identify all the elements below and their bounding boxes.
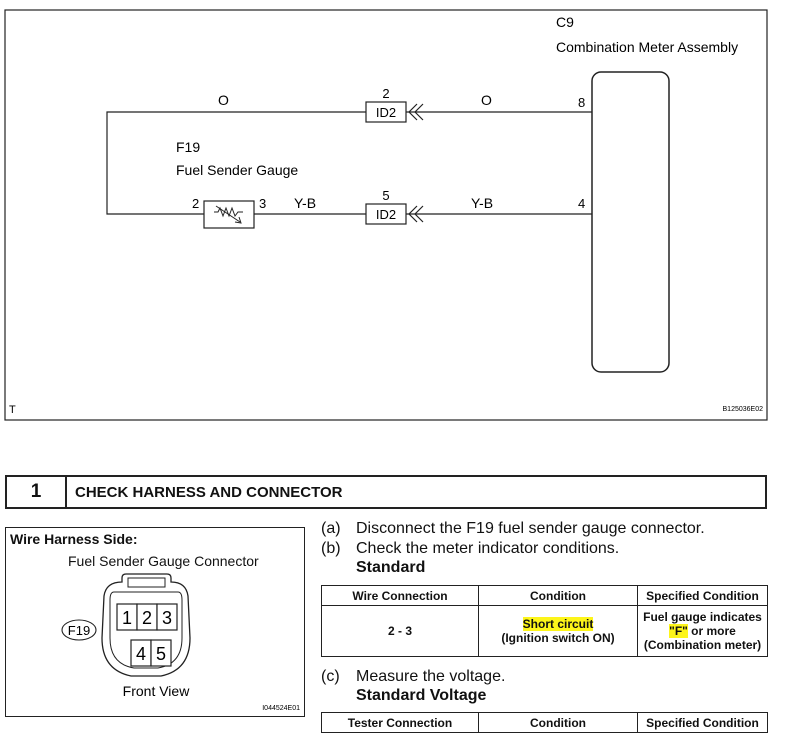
corner-mark: T: [9, 404, 16, 416]
id2-top-box: [365, 101, 407, 123]
table1-header-condition: Condition: [478, 585, 638, 606]
table1-spec-3: (Combination meter): [643, 638, 762, 652]
wire-top-right-label: O: [481, 92, 492, 108]
step-b-text: Check the meter indicator conditions.: [356, 540, 620, 557]
table1-header-spec: Specified Condition: [637, 585, 768, 606]
wiring-diagram: C9 Combination Meter Assembly O O 8 ID2 …: [4, 9, 768, 421]
f19-name: Fuel Sender Gauge: [176, 162, 298, 178]
wire-top-left-label: O: [218, 92, 229, 108]
table2-header-condition: Condition: [478, 712, 638, 733]
table1-condition-2: (Ignition switch ON): [501, 631, 615, 645]
table1-header-wire: Wire Connection: [321, 585, 479, 606]
pin-2: 2: [142, 608, 152, 628]
table1-spec-2a: "F": [669, 624, 688, 638]
table2-header-spec: Specified Condition: [637, 712, 768, 733]
connector-heading: Wire Harness Side:: [10, 531, 138, 547]
step-b-mark: (b): [321, 540, 341, 557]
connector-figure: Wire Harness Side: Fuel Sender Gauge Con…: [5, 527, 305, 717]
step-header: 1 CHECK HARNESS AND CONNECTOR: [5, 475, 767, 509]
wire-top: [106, 111, 592, 215]
sender-pin-right: 3: [259, 196, 266, 211]
connector-figure-code: I044524E01: [262, 705, 300, 712]
connector-view: Front View: [123, 683, 191, 699]
step-c-standard: Standard Voltage: [356, 687, 487, 704]
standard-table: Wire Connection Condition Specified Cond…: [321, 585, 768, 657]
step-c-text: Measure the voltage.: [356, 668, 506, 685]
sender-pin-left: 2: [192, 196, 199, 211]
diagram-frame: [4, 9, 768, 421]
pin-1: 1: [122, 608, 132, 628]
c9-code: C9: [556, 14, 574, 30]
id2-bottom-label: ID2: [376, 207, 396, 222]
connector-latch: [127, 577, 166, 588]
step-number: 1: [7, 477, 67, 507]
table1-spec: Fuel gauge indicates "F" or more (Combin…: [637, 605, 768, 657]
connector-drawing: 1 2 3 4 5 F19 Front View I044524E01: [61, 573, 300, 712]
connector-name: Fuel Sender Gauge Connector: [68, 553, 259, 569]
pin-3: 3: [162, 608, 172, 628]
wire-bottom-left-label: Y-B: [294, 195, 316, 211]
pin-frame-3: [156, 603, 178, 631]
id2-bottom-pin: 5: [382, 188, 389, 203]
step-title: CHECK HARNESS AND CONNECTOR: [75, 484, 343, 501]
table1-condition-1: Short circuit: [522, 617, 594, 631]
table1-condition: Short circuit (Ignition switch ON): [478, 605, 638, 657]
meter-pin-top: 8: [578, 95, 585, 110]
diagram-figure-code: B125036E02: [723, 406, 764, 413]
step-c-mark: (c): [321, 668, 340, 685]
connector-tag: F19: [68, 623, 90, 638]
connector-inner-shell: [109, 591, 183, 669]
pin-5: 5: [156, 644, 166, 664]
f19-code: F19: [176, 139, 200, 155]
step-b-standard: Standard: [356, 559, 426, 576]
step-a-text: Disconnect the F19 fuel sender gauge con…: [356, 520, 705, 537]
id2-bottom-box: [365, 203, 407, 225]
pin-4: 4: [136, 644, 146, 664]
table1-wire: 2 - 3: [321, 605, 479, 657]
voltage-table: Tester Connection Condition Specified Co…: [321, 712, 768, 733]
id2-top-label: ID2: [376, 105, 396, 120]
variable-resistor-icon: [214, 205, 243, 224]
c9-name: Combination Meter Assembly: [556, 39, 738, 55]
connector-tag-oval: [61, 619, 97, 641]
meter-pin-bottom: 4: [578, 196, 585, 211]
id2-top-pin: 2: [382, 86, 389, 101]
pin-frame-5: [150, 639, 172, 667]
id2-bottom-chevron-icon: [408, 205, 424, 223]
table1-spec-1: Fuel gauge indicates: [643, 610, 762, 624]
step-a-mark: (a): [321, 520, 341, 537]
id2-top-chevron-icon: [408, 103, 424, 121]
combination-meter-body: [591, 71, 670, 373]
wire-bottom-right-label: Y-B: [471, 195, 493, 211]
table1-spec-2b: or more: [687, 624, 736, 638]
